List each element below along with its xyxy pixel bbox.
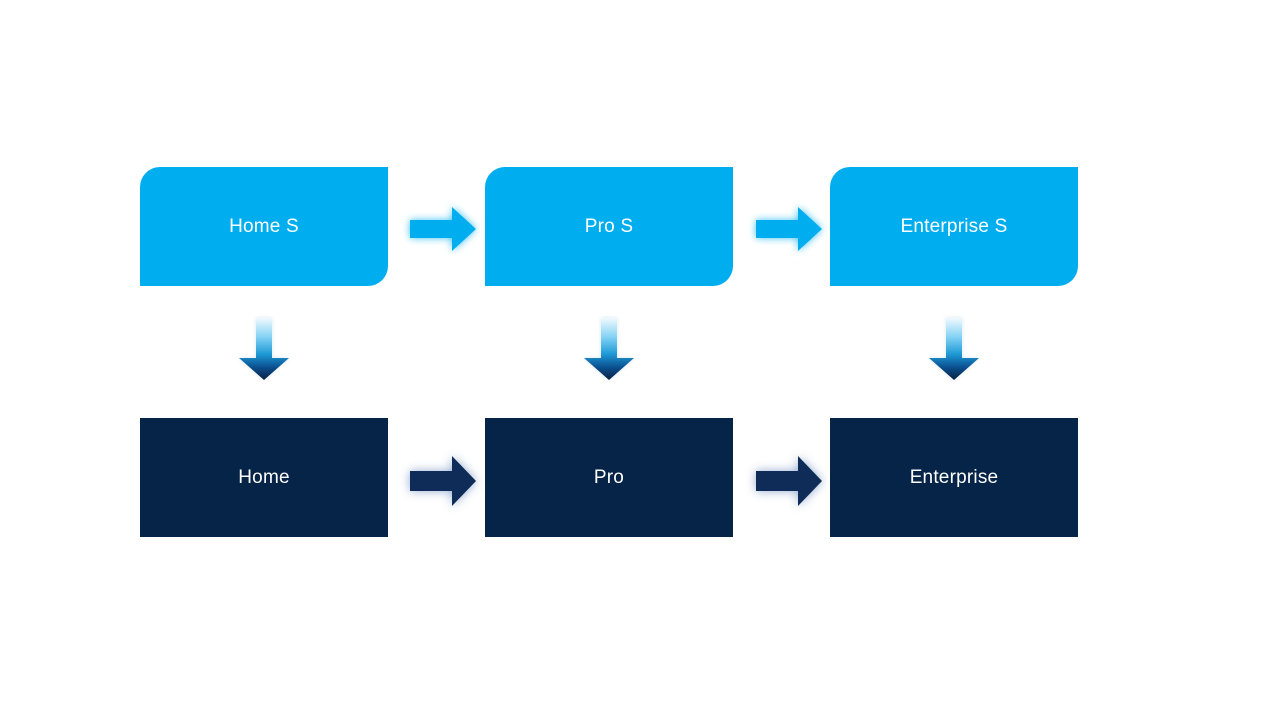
node-pro-s: Pro S: [485, 167, 733, 286]
right-arrow-icon: [756, 456, 822, 506]
node-home-label: Home: [238, 466, 290, 488]
right-arrow-icon: [410, 207, 476, 251]
node-enterprise-label: Enterprise: [909, 466, 999, 488]
node-enterprise-s-label: Enterprise S: [900, 215, 1008, 237]
node-home: Home: [140, 418, 388, 537]
node-enterprise-s: Enterprise S: [830, 167, 1078, 286]
node-pro: Pro: [485, 418, 733, 537]
down-arrow-icon: [239, 318, 289, 380]
node-enterprise: Enterprise: [830, 418, 1078, 537]
down-arrow-icon: [929, 318, 979, 380]
node-home-s: Home S: [140, 167, 388, 286]
node-pro-label: Pro: [593, 466, 625, 488]
node-home-s-label: Home S: [229, 215, 299, 237]
down-arrow-icon: [584, 318, 634, 380]
right-arrow-icon: [756, 207, 822, 251]
node-pro-s-label: Pro S: [584, 215, 634, 237]
right-arrow-icon: [410, 456, 476, 506]
